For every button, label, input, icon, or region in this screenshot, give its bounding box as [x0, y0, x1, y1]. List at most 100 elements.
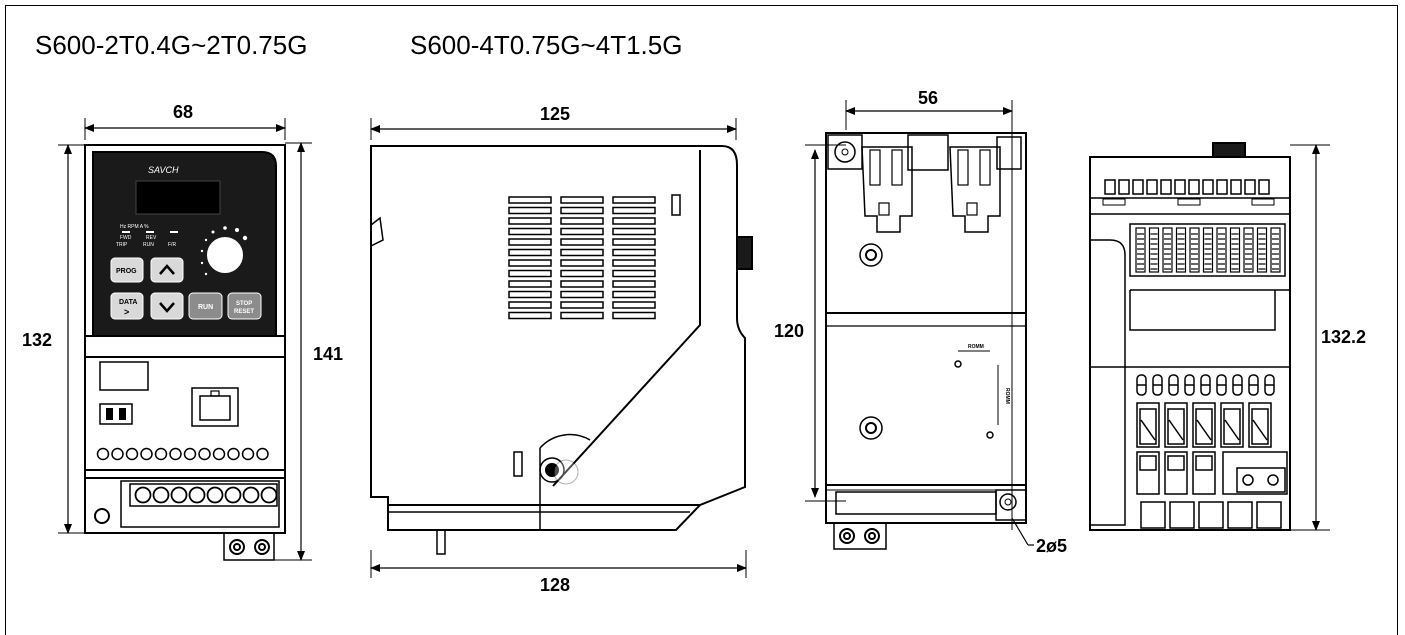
- label-cell: [1104, 179, 1116, 195]
- power-terminal-diag: [1196, 419, 1212, 441]
- vent-slot: [508, 196, 552, 204]
- up-button[interactable]: [150, 257, 184, 283]
- vent-slot: [612, 206, 656, 215]
- vent-slot: [612, 248, 656, 257]
- power-terminal-lower: [1164, 451, 1188, 495]
- vent-slot: [508, 248, 552, 257]
- vent-slot: [560, 206, 604, 215]
- label-cell: [1230, 179, 1242, 195]
- control-terminal: [125, 447, 139, 461]
- data-button-arrow: >: [124, 307, 129, 317]
- power-terminal-inner: [1167, 455, 1185, 471]
- power-terminal: [260, 486, 278, 504]
- control-terminal: [111, 447, 124, 461]
- side-top-label: 125: [540, 104, 570, 124]
- vent-slot: [508, 259, 552, 267]
- vent-slot: [612, 227, 656, 236]
- control-slot: [1162, 227, 1173, 273]
- run-button[interactable]: [188, 292, 223, 320]
- vent-slot: [560, 196, 604, 204]
- control-terminal: [198, 447, 211, 461]
- model-title-right: S600-4T0.75G~4T1.5G: [410, 30, 683, 60]
- control-slot: [1202, 227, 1214, 273]
- data-button-label: DATA: [119, 299, 137, 306]
- run-button-label: RUN: [198, 304, 213, 311]
- label-cell: [1118, 179, 1130, 195]
- vent-slot: [560, 238, 604, 246]
- power-terminal-inner: [1139, 455, 1157, 471]
- vent-slot: [612, 290, 656, 299]
- control-terminal: [96, 447, 110, 461]
- vent-slot: [560, 290, 604, 299]
- prog-button[interactable]: [110, 257, 144, 283]
- terminal-body: [1089, 156, 1291, 531]
- control-terminal: [256, 447, 269, 461]
- chevron-down-icon: [159, 302, 175, 313]
- label-cell: [1216, 179, 1228, 195]
- control-terminal: [140, 447, 153, 461]
- vent-slot: [508, 217, 552, 225]
- bottom-slot: [1198, 501, 1224, 529]
- vent-slot: [560, 217, 604, 225]
- control-terminal: [169, 447, 182, 461]
- stop-reset-button[interactable]: [227, 292, 262, 320]
- vent-slot: [560, 311, 604, 320]
- data-button[interactable]: [110, 292, 144, 320]
- vent-slot: [508, 269, 552, 278]
- vent-slot: [508, 311, 552, 320]
- control-slot: [1135, 227, 1146, 273]
- power-terminal-upper: [1220, 402, 1244, 448]
- power-terminal: [224, 486, 242, 504]
- power-terminal-diag: [1140, 419, 1156, 441]
- led-display: [135, 180, 221, 215]
- model-title-left: S600-2T0.4G~2T0.75G: [35, 30, 308, 60]
- hole-leader-line: [1011, 517, 1029, 546]
- led-unit-row: Hz RPM A %: [120, 224, 149, 230]
- vent-slot: [508, 280, 552, 288]
- dip-switch[interactable]: [99, 403, 133, 425]
- inner-horizontal-dim: ROMM: [968, 344, 984, 350]
- led-label-trip: TRIP: [116, 242, 128, 248]
- vent-slot: [560, 269, 604, 278]
- power-terminal: [170, 486, 188, 504]
- label-cell: [1132, 179, 1144, 195]
- power-terminal-inner: [1195, 408, 1213, 445]
- side-bottom-label: 128: [540, 575, 570, 595]
- power-terminal-lower: [1136, 451, 1160, 495]
- knob-scale-icon: [200, 226, 248, 276]
- terminal-height-label: 132.2: [1321, 327, 1366, 347]
- vent-slot: [560, 259, 604, 267]
- control-terminal: [154, 447, 168, 461]
- chevron-up-icon: [159, 264, 175, 275]
- control-terminal-row: [96, 447, 269, 461]
- label-cell: [1160, 179, 1172, 195]
- label-cell: [1188, 179, 1200, 195]
- power-terminal-diag: [1168, 419, 1184, 441]
- back-width-label: 56: [918, 88, 938, 108]
- vent-slot: [612, 238, 656, 246]
- power-terminal-upper: [1192, 402, 1216, 448]
- power-terminal-inner: [1251, 408, 1269, 445]
- rj45-port[interactable]: [191, 387, 239, 427]
- bottom-slot: [1169, 501, 1195, 529]
- vent-slot: [612, 269, 656, 278]
- power-terminal-inner: [1195, 455, 1213, 471]
- control-terminal: [183, 447, 197, 461]
- prog-button-label: PROG: [116, 268, 137, 275]
- power-terminal-inner: [1167, 408, 1185, 445]
- power-terminal: [206, 486, 224, 504]
- power-terminal: [152, 486, 170, 504]
- led-label-run: RUN: [143, 242, 154, 248]
- vent-slot: [560, 248, 604, 257]
- control-terminal: [227, 447, 240, 461]
- side-view: [370, 118, 753, 578]
- down-button[interactable]: [150, 292, 184, 320]
- power-terminal-inner: [1139, 408, 1157, 445]
- vent-slot: [508, 227, 552, 236]
- potentiometer-knob[interactable]: [207, 237, 243, 273]
- control-slot: [1148, 227, 1160, 273]
- power-terminal: [242, 486, 260, 504]
- front-height-label-left: 132: [22, 330, 52, 350]
- pe-terminal: [1222, 451, 1288, 495]
